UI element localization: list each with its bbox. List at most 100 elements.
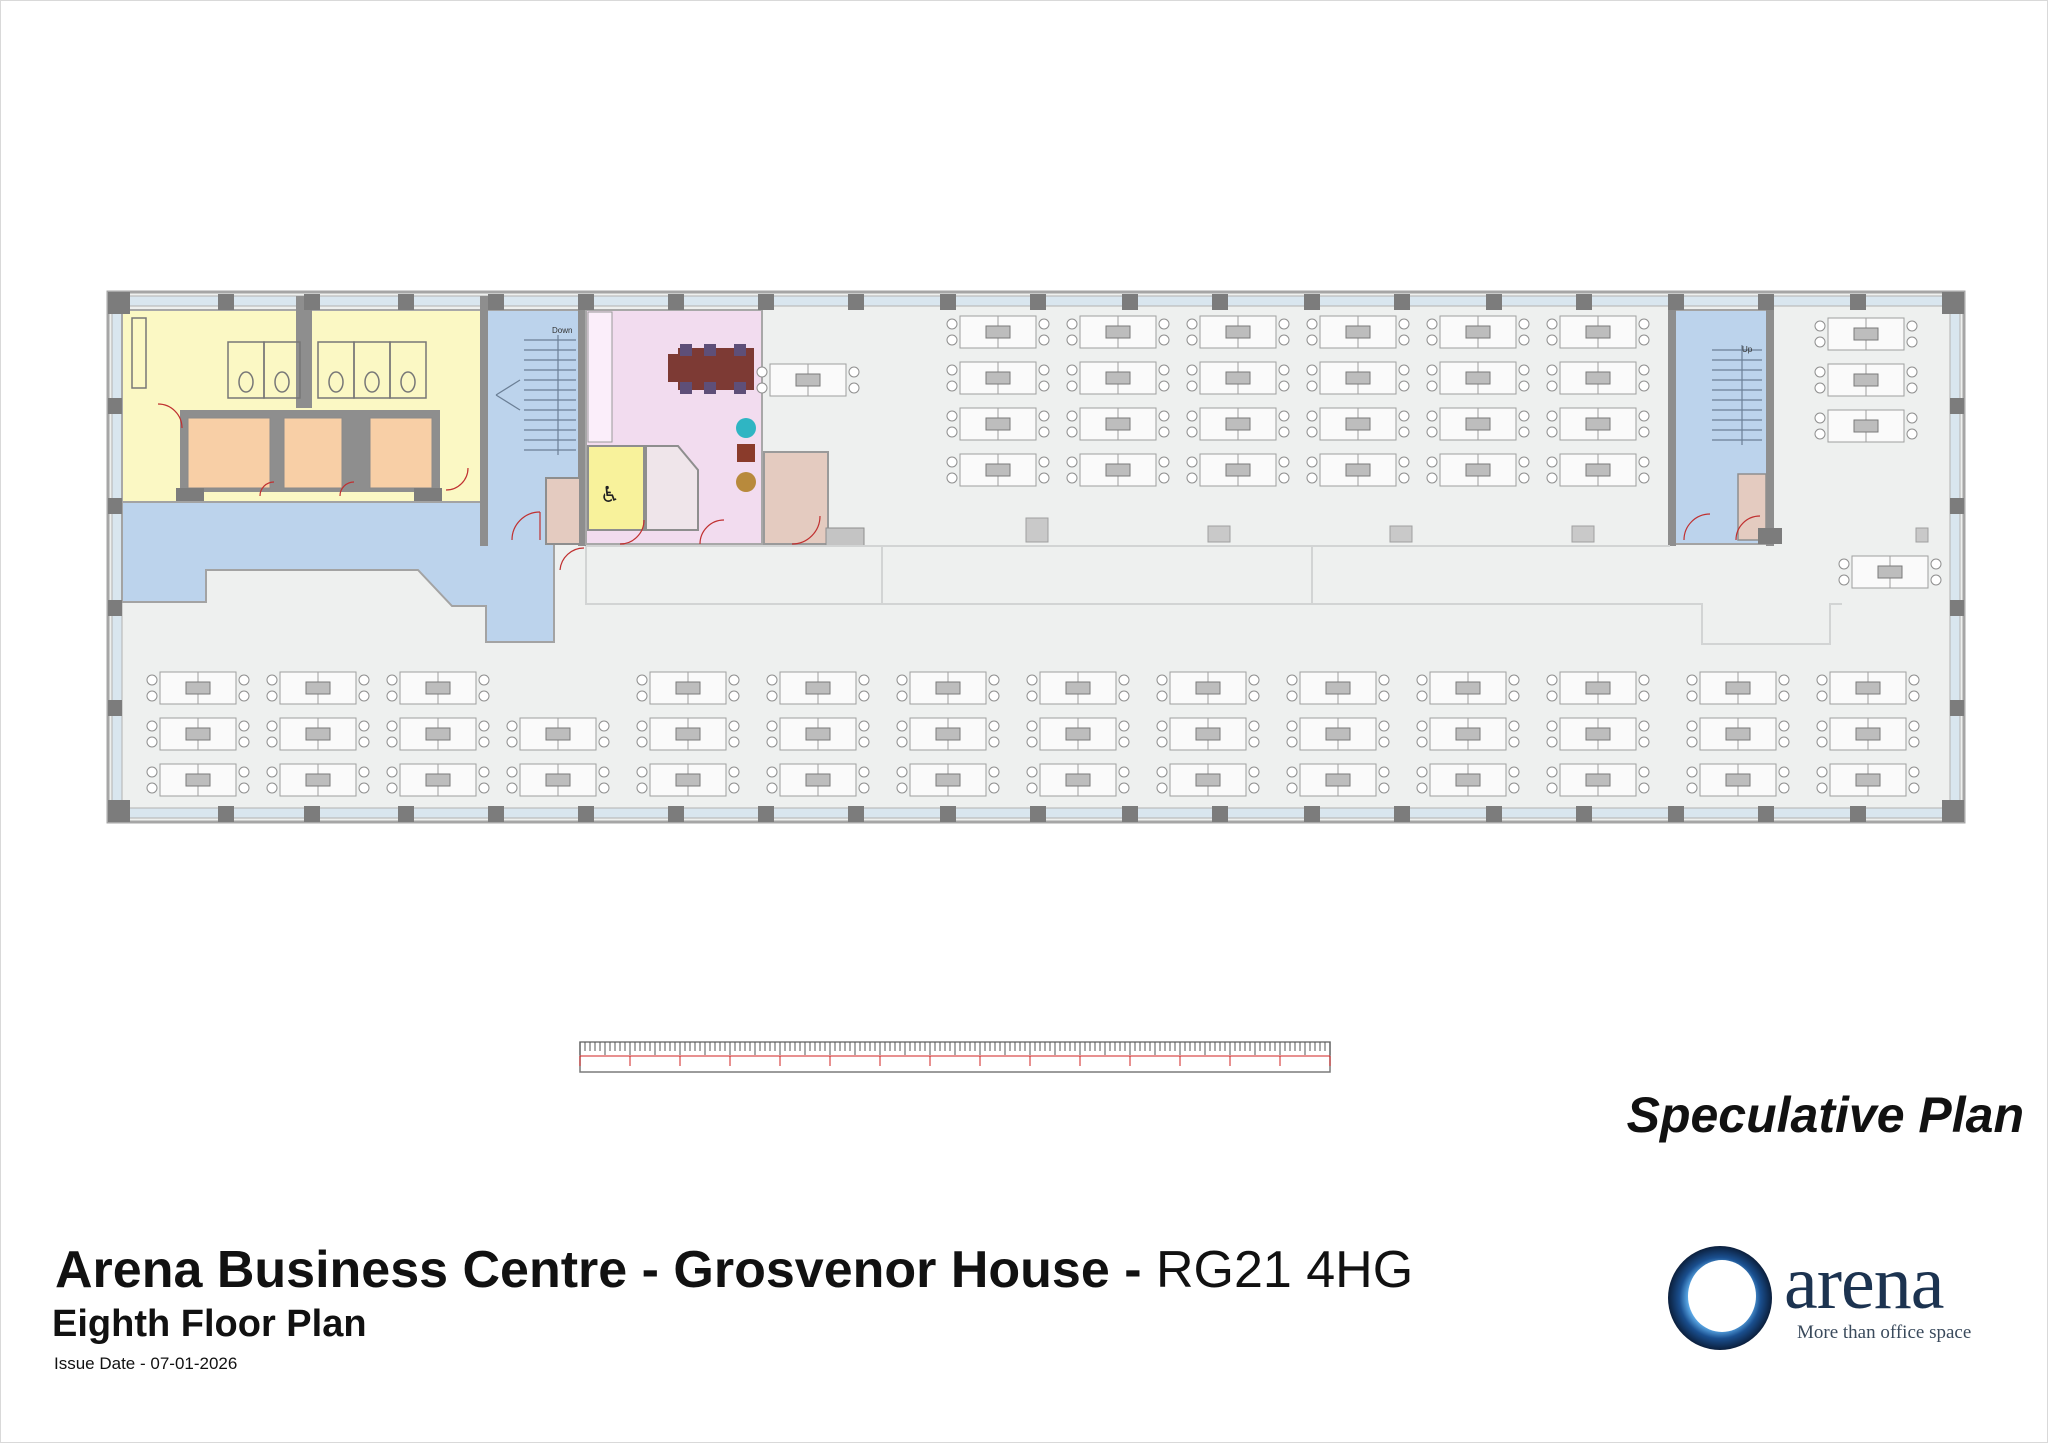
desk-pod (1156, 717, 1260, 751)
desk-pod (386, 717, 490, 751)
desk-pod (1306, 453, 1410, 487)
desk-pod (1416, 717, 1520, 751)
desk-pod (1306, 315, 1410, 349)
desk-pod (1686, 763, 1790, 797)
stair-right-wall-2 (1766, 296, 1774, 546)
desk-pod (1686, 717, 1790, 751)
desk-pod (386, 671, 490, 705)
core-lift-3 (369, 417, 433, 489)
desk-pod (1426, 361, 1530, 395)
lounge-chair-ochre (736, 472, 756, 492)
desk-pod (766, 671, 870, 705)
desk-pod (506, 717, 610, 751)
desk-pod (1686, 671, 1790, 705)
desk-pod (636, 763, 740, 797)
postcode: RG21 4HG (1155, 1241, 1414, 1299)
stair-right-wall (1668, 296, 1676, 546)
desk-pod (1546, 717, 1650, 751)
riser (825, 527, 865, 547)
corridor-outline (585, 545, 1842, 645)
core-lift-1 (187, 417, 271, 489)
issue-date: Issue Date - 07-01-2026 (54, 1354, 238, 1373)
desk-pod (266, 763, 370, 797)
desk-pod (386, 763, 490, 797)
desk-pod (1546, 315, 1650, 349)
building-name: Arena Business Centre - Grosvenor House … (55, 1241, 1156, 1299)
desk-pod (1814, 317, 1918, 351)
desk-pod (1066, 407, 1170, 441)
core-wall-left (296, 296, 312, 408)
desk-pod (1066, 453, 1170, 487)
desk-pod (766, 717, 870, 751)
desk-pod (1026, 717, 1130, 751)
desk-pod (1156, 763, 1260, 797)
lounge-chair-brown (737, 444, 755, 462)
desk-pod (946, 453, 1050, 487)
stair-right-column (1758, 528, 1782, 544)
desk-pod (146, 763, 250, 797)
floor-title: Eighth Floor Plan (52, 1303, 367, 1345)
desk-pod (766, 763, 870, 797)
wc-cubicles (131, 317, 427, 399)
desk-pod (896, 717, 1000, 751)
meeting-table-group (668, 344, 754, 394)
desk-pod (1816, 717, 1920, 751)
core-lift-2 (283, 417, 343, 489)
stair-left-wall (480, 296, 488, 546)
desk-pod (1306, 407, 1410, 441)
plan-status-label: Speculative Plan (1626, 1087, 2024, 1143)
columns-side (108, 398, 1964, 716)
desk-pod (1186, 361, 1290, 395)
desk-pod (1426, 453, 1530, 487)
desk-pod (946, 361, 1050, 395)
desk-pod (1286, 763, 1390, 797)
desk-pod (1546, 763, 1650, 797)
facade-glazing-right (1949, 295, 1961, 819)
store-room (763, 451, 829, 545)
desk-pod (146, 671, 250, 705)
desk-pod (1546, 361, 1650, 395)
desk-pod (1426, 315, 1530, 349)
stair-left-treads (495, 335, 576, 455)
desk-pod (1066, 315, 1170, 349)
kitchen-counter (587, 311, 613, 443)
desk-pod (896, 671, 1000, 705)
columns-top (108, 292, 1964, 314)
desk-pod (1306, 361, 1410, 395)
desk-pod (1546, 671, 1650, 705)
desk-pod (266, 717, 370, 751)
desk-pod (1426, 407, 1530, 441)
desk-pod (1814, 363, 1918, 397)
internal-pillars (1025, 517, 1929, 543)
desk-clusters (146, 315, 1942, 797)
columns-bottom (108, 800, 1964, 822)
desk-pod (946, 315, 1050, 349)
desk-pod (1026, 763, 1130, 797)
desk-pod (1416, 671, 1520, 705)
desk-pod (146, 717, 250, 751)
desk-pod (1546, 453, 1650, 487)
stair-label-up: Up (1742, 345, 1753, 354)
desk-pod (896, 763, 1000, 797)
desk-pod (1814, 409, 1918, 443)
desk-pod (1816, 763, 1920, 797)
desk-pod (1066, 361, 1170, 395)
lounge-chair-teal (736, 418, 756, 438)
scale-ruler (579, 1041, 1331, 1073)
desk-pod (1186, 407, 1290, 441)
arena-logo-ring-icon (1668, 1246, 1772, 1350)
desk-pod (1186, 315, 1290, 349)
desk-pod (1026, 671, 1130, 705)
wheelchair-icon: ♿ (600, 483, 620, 508)
desk-pod (1416, 763, 1520, 797)
desk-pod (1546, 407, 1650, 441)
desk-pod (636, 671, 740, 705)
desk-pod (266, 671, 370, 705)
desk-pod (1816, 671, 1920, 705)
page-title: Arena Business Centre - Grosvenor House … (55, 1240, 1413, 1300)
facade-glazing-left (111, 295, 123, 819)
store-small (545, 477, 581, 545)
desk-pod (1156, 671, 1260, 705)
accessible-wc (587, 445, 645, 531)
